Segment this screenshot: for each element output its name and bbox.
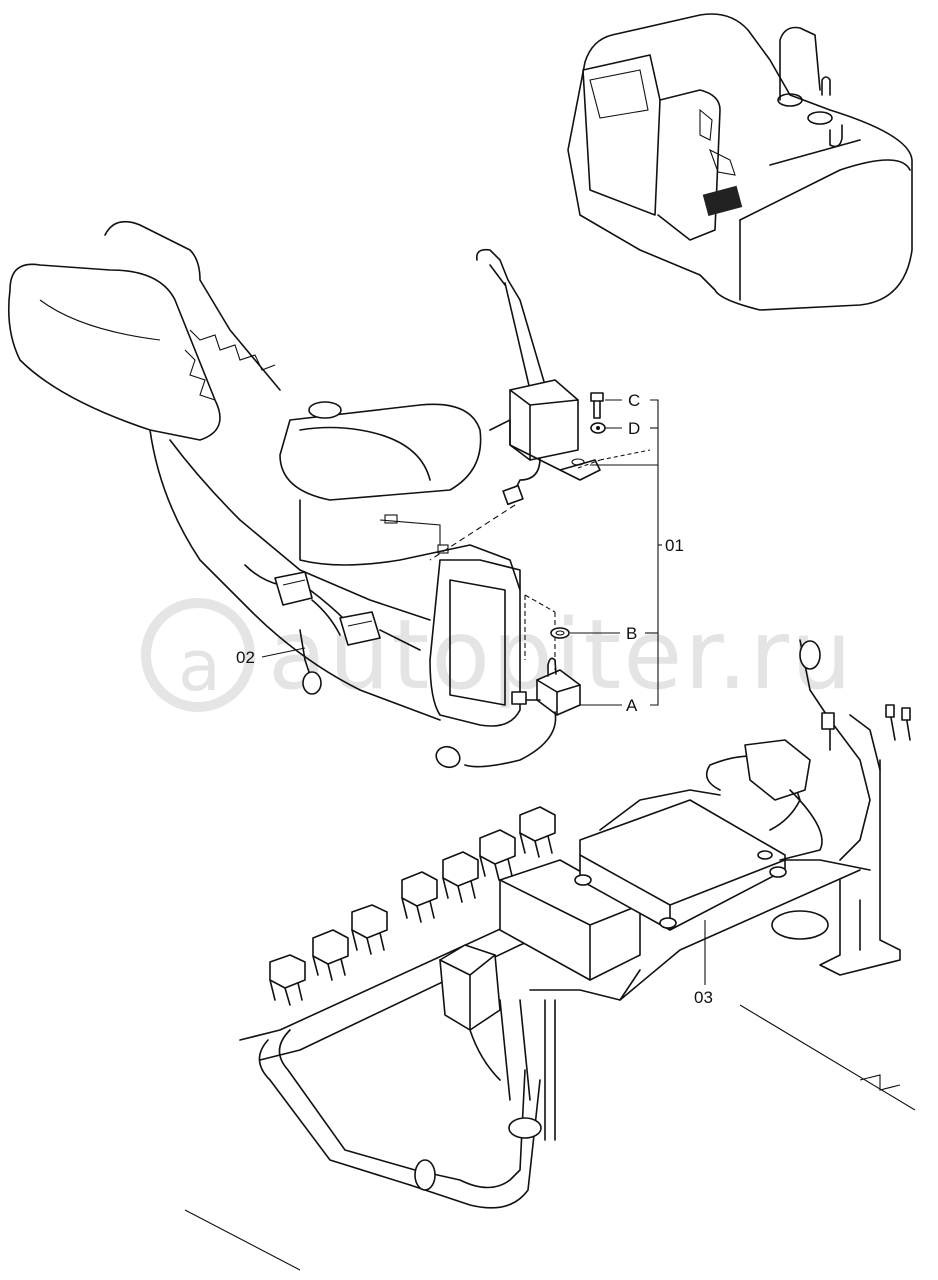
nut-d	[590, 422, 606, 434]
console	[279, 401, 521, 727]
controller-assembly-03	[184, 639, 916, 1271]
lever-assembly	[429, 248, 651, 561]
callout-b: B	[626, 624, 637, 643]
callout-labels: C D 01 B A 02 03	[236, 391, 713, 1007]
relay-row	[269, 806, 556, 1006]
callout-d: D	[628, 419, 640, 438]
callout-02: 02	[236, 648, 255, 667]
bolt-c	[590, 392, 604, 419]
leader-lines	[261, 399, 706, 985]
switch-a	[435, 594, 581, 769]
wiring-harness-02	[244, 564, 421, 695]
callout-c: C	[628, 391, 640, 410]
excavator-cab-overview	[567, 13, 913, 311]
callout-01: 01	[665, 536, 684, 555]
operator-seat	[7, 220, 441, 721]
callout-03: 03	[694, 988, 713, 1007]
svg-text:a: a	[178, 625, 223, 707]
callout-a: A	[626, 696, 638, 715]
